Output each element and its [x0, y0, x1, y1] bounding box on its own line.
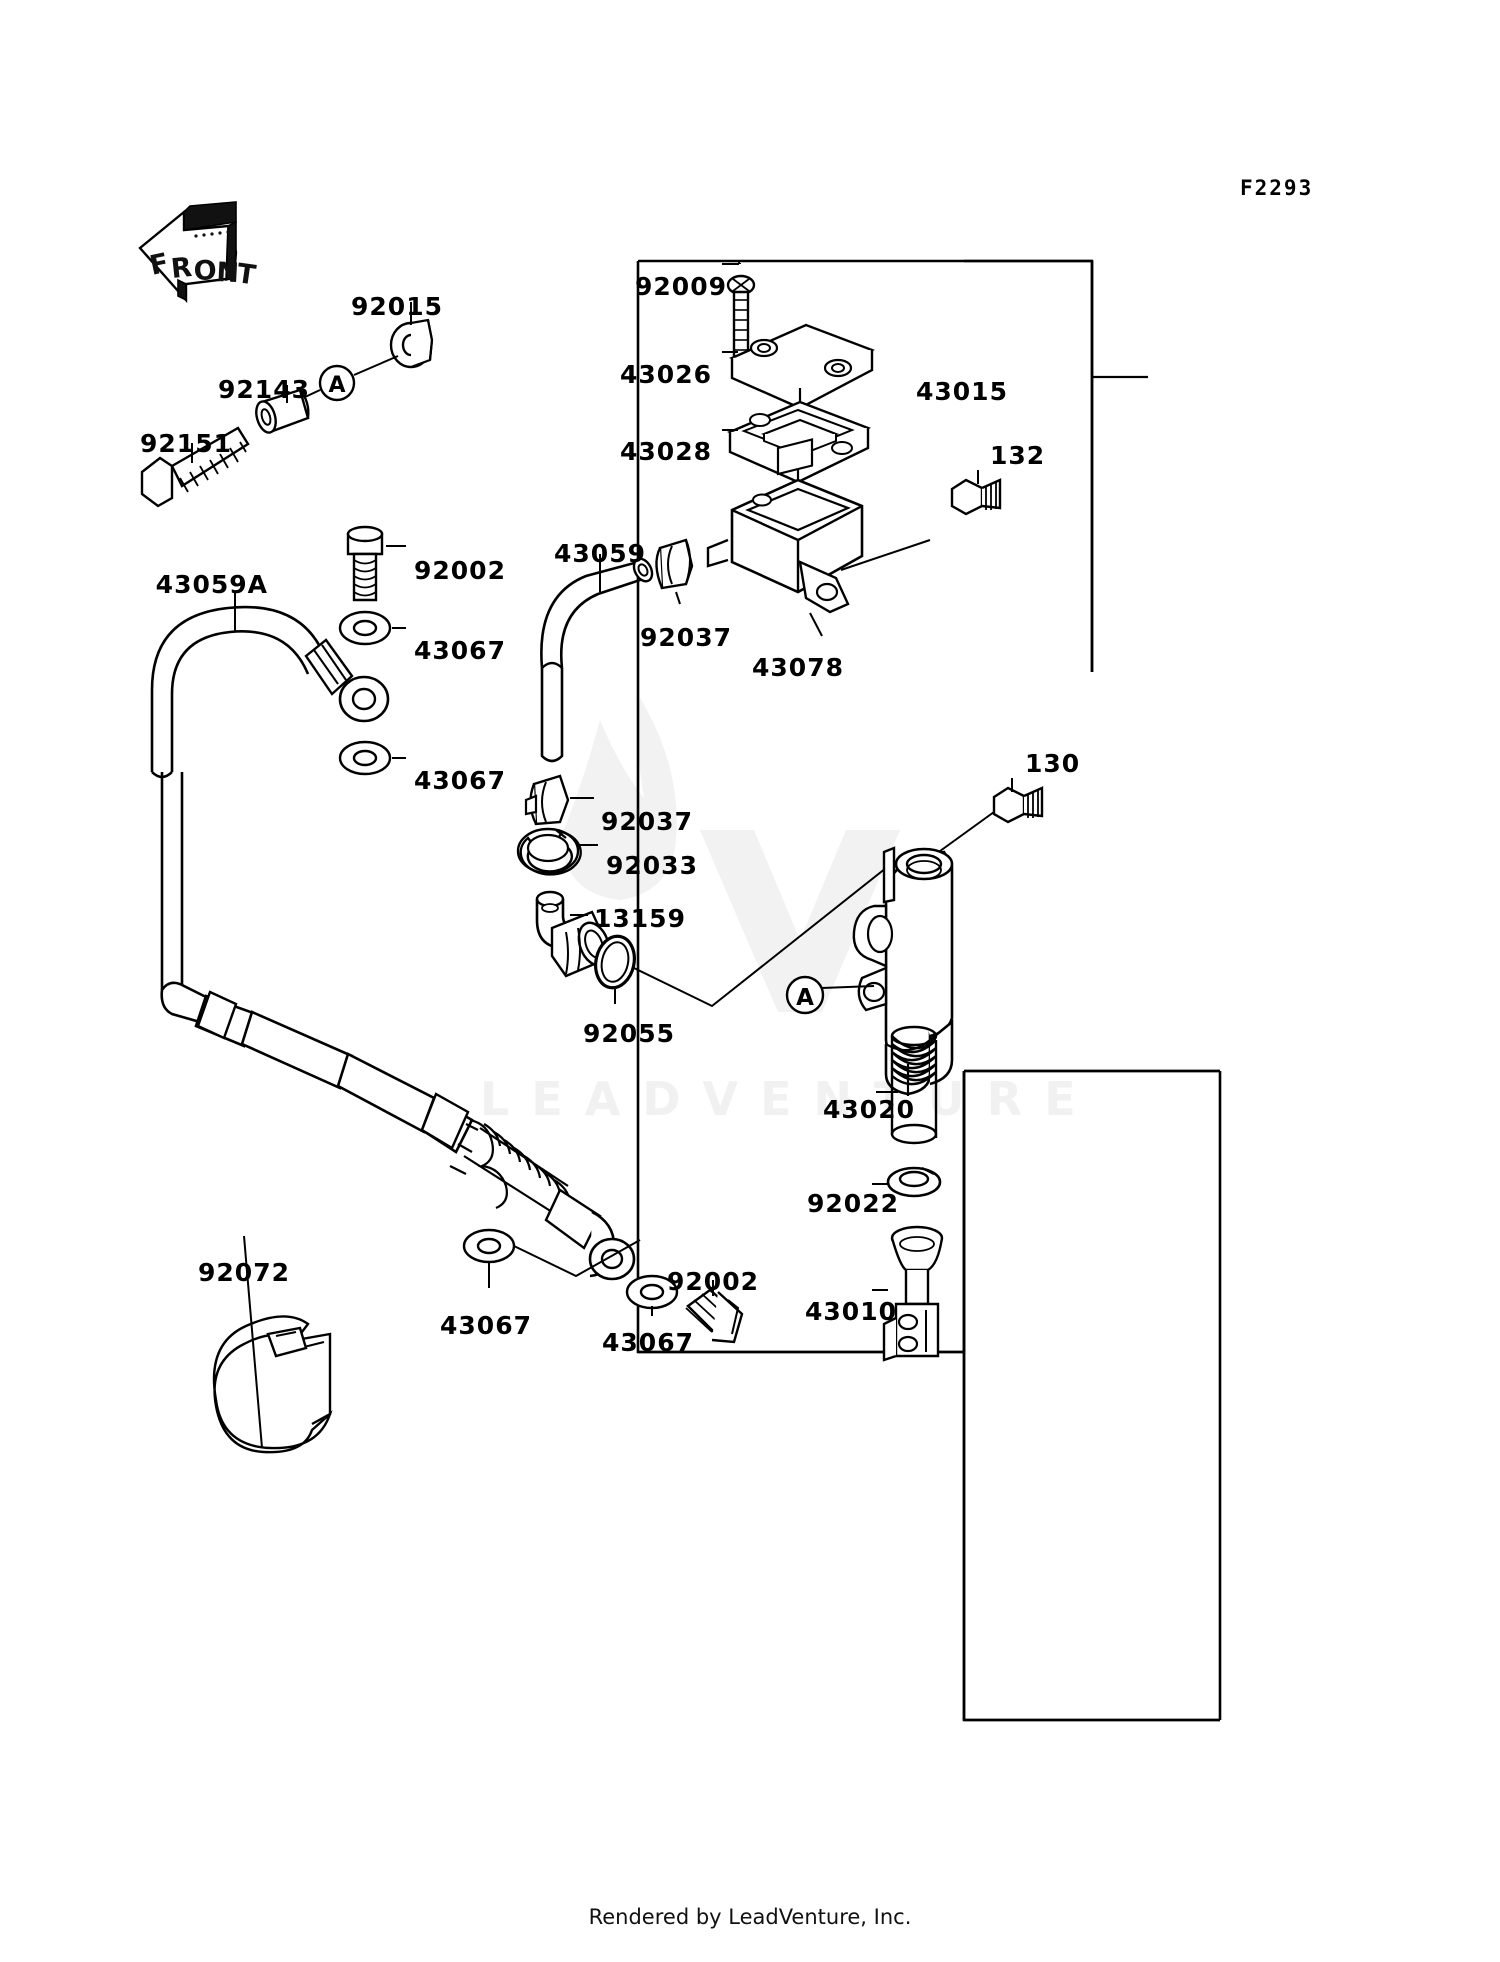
- part-43059A-banjo-eye: [338, 675, 390, 723]
- part-label-92037: 92037: [640, 623, 732, 652]
- svg-text:A: A: [796, 985, 814, 1011]
- svg-text:R: R: [169, 252, 193, 285]
- part-label-43010: 43010: [805, 1297, 897, 1326]
- reference-marker-a-lower: A: [785, 975, 825, 1015]
- part-label-43026: 43026: [620, 360, 712, 389]
- svg-text:T: T: [235, 258, 258, 291]
- part-92143-collar: [255, 388, 310, 434]
- part-43059A-ferrule: [304, 638, 354, 696]
- part-label-43015: 43015: [916, 377, 1008, 406]
- part-130-bolt: [992, 786, 1044, 824]
- part-label-92055: 92055: [583, 1019, 675, 1048]
- part-92015-nut: [389, 318, 434, 369]
- part-label-43067: 43067: [440, 1311, 532, 1340]
- diagram-code: F2293: [1240, 176, 1314, 200]
- part-43078-reservoir-body: [706, 438, 864, 614]
- part-label-92072: 92072: [198, 1258, 290, 1287]
- part-92002-banjo-bolt-upper: [346, 525, 384, 602]
- part-43059A-coil: [449, 1118, 572, 1213]
- watermark-logo: [560, 698, 900, 1012]
- part-label-43059: 43059: [554, 539, 646, 568]
- part-label-13159: 13159: [594, 904, 686, 933]
- part-label-43078: 43078: [752, 653, 844, 682]
- part-43067-washer-upper: [338, 610, 392, 646]
- part-92022-washer-ring: [886, 1166, 942, 1198]
- part-92151-bolt: [140, 426, 250, 508]
- part-label-92009: 92009: [635, 272, 727, 301]
- part-43059A-brake-hose: [150, 605, 328, 990]
- part-label-43067: 43067: [414, 766, 506, 795]
- part-43059A-lower-collars: [196, 990, 470, 1150]
- part-43067-washer-lower: [338, 740, 392, 776]
- part-43059-reservoir-hose: [540, 557, 654, 763]
- part-label-92151: 92151: [140, 429, 232, 458]
- part-92055-o-ring: [594, 934, 636, 990]
- part-label-92033: 92033: [606, 851, 698, 880]
- part-43020-spring: [890, 1025, 938, 1145]
- front-arrow-icon: F R O N T: [138, 201, 258, 304]
- part-label-43028: 43028: [620, 437, 712, 466]
- part-92002-banjo-bolt-lower: [685, 1288, 744, 1344]
- part-label-130: 130: [1025, 749, 1081, 778]
- part-92037-hose-clamp-lower: [524, 774, 570, 826]
- reference-marker-a-upper: A: [318, 364, 356, 402]
- part-43015-master-cylinder-body: [852, 846, 954, 1096]
- part-label-92143: 92143: [218, 375, 310, 404]
- part-label-43020: 43020: [823, 1095, 915, 1124]
- part-43067-washer-lower-left: [462, 1228, 516, 1264]
- part-43026-reservoir-cap: [729, 323, 875, 410]
- svg-text:O: O: [193, 255, 217, 287]
- part-label-43067: 43067: [414, 636, 506, 665]
- part-43059A-lower-run: [160, 981, 474, 1154]
- part-label-132: 132: [990, 441, 1046, 470]
- part-13159-elbow-joint: [535, 890, 611, 978]
- part-label-92002: 92002: [414, 556, 506, 585]
- part-label-92037: 92037: [601, 807, 693, 836]
- part-92009-screw: [726, 274, 756, 379]
- part-label-92022: 92022: [807, 1189, 899, 1218]
- part-43059A-lower-banjo: [544, 1188, 636, 1281]
- part-label-43059A: 43059A: [155, 570, 268, 599]
- part-92033-snap-ring: [516, 827, 582, 876]
- svg-text:A: A: [328, 373, 345, 398]
- part-label-43067: 43067: [602, 1328, 694, 1357]
- part-92072-band-clamp: [212, 1315, 333, 1454]
- part-43010-push-rod: [882, 1225, 944, 1362]
- part-92037-hose-clamp-upper: [655, 538, 694, 590]
- part-label-92002: 92002: [667, 1267, 759, 1296]
- part-label-92015: 92015: [351, 292, 443, 321]
- part-132-bolt: [950, 478, 1002, 516]
- watermark-text: LEADVENTURE: [480, 1072, 1098, 1126]
- svg-text:N: N: [216, 257, 240, 289]
- footer-credit: Rendered by LeadVenture, Inc.: [588, 1905, 912, 1929]
